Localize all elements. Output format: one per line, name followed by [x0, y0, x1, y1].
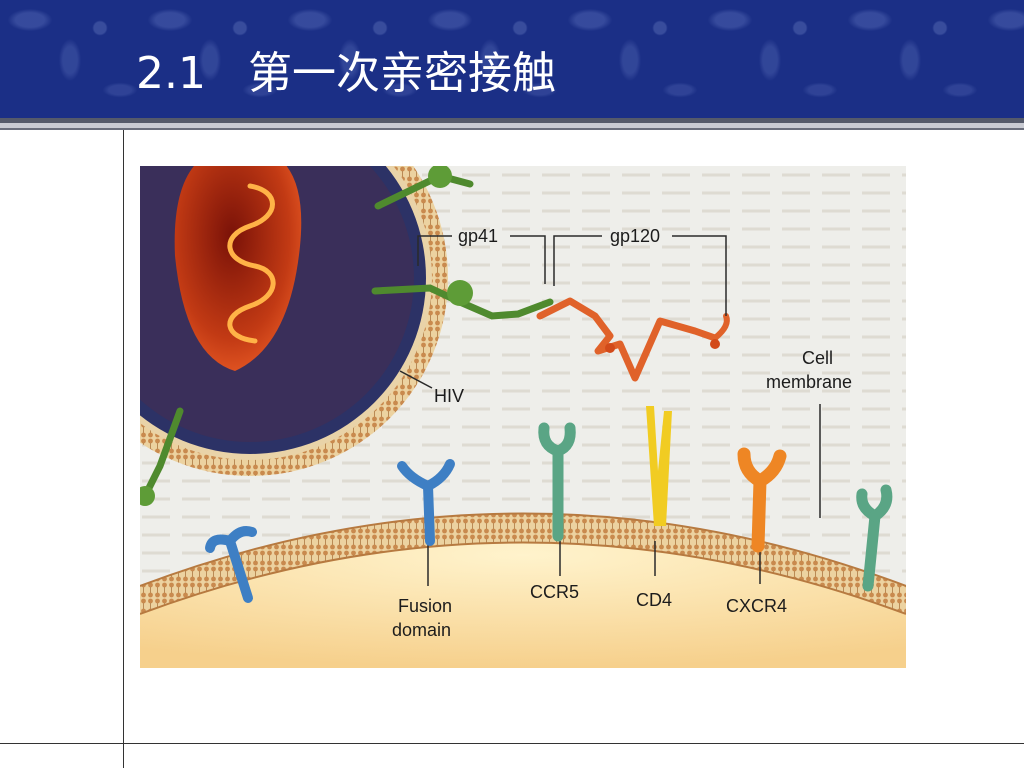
- header-rule: [0, 118, 1024, 123]
- slide-header: [0, 0, 1024, 118]
- hiv-binding-figure: gp41 gp120 HIV Cell membrane Fusion doma…: [52, 80, 907, 668]
- slide-title: 2.1 第一次亲密接触: [136, 44, 556, 104]
- label-fusion-domain-line2: domain: [392, 620, 451, 640]
- cytoplasm: [140, 542, 906, 668]
- fusion-receptor: [205, 459, 455, 603]
- hiv-binding-diagram: gp41 gp120 HIV Cell membrane Fusion doma…: [52, 80, 907, 668]
- title-text: 第一次亲密接触: [247, 48, 556, 99]
- cd4-receptor: [646, 406, 672, 526]
- label-fusion-domain-line1: Fusion: [398, 596, 452, 616]
- gp41-stalk: [371, 284, 554, 320]
- label-gp120: gp120: [610, 226, 660, 246]
- header-rule: [0, 128, 1024, 130]
- header-rule: [0, 123, 1024, 128]
- cxcr4-receptor: [737, 447, 787, 553]
- ccr5-receptor: [538, 422, 576, 542]
- left-guide-line: [123, 130, 124, 768]
- label-gp41: gp41: [458, 226, 498, 246]
- ccr5-receptor-2: [856, 484, 893, 592]
- bottom-guide-line: [0, 743, 1024, 744]
- label-cd4: CD4: [636, 590, 672, 610]
- section-number: 2.1: [136, 48, 206, 99]
- viral-rna: [227, 183, 276, 344]
- hiv-virion: [52, 80, 448, 476]
- host-cell: [139, 512, 907, 668]
- label-cell-membrane-line2: membrane: [766, 372, 852, 392]
- label-hiv: HIV: [434, 386, 464, 406]
- label-cxcr4: CXCR4: [726, 596, 787, 616]
- label-cell-membrane-line1: Cell: [802, 348, 833, 368]
- label-ccr5: CCR5: [530, 582, 579, 602]
- gp41-knob: [447, 280, 473, 306]
